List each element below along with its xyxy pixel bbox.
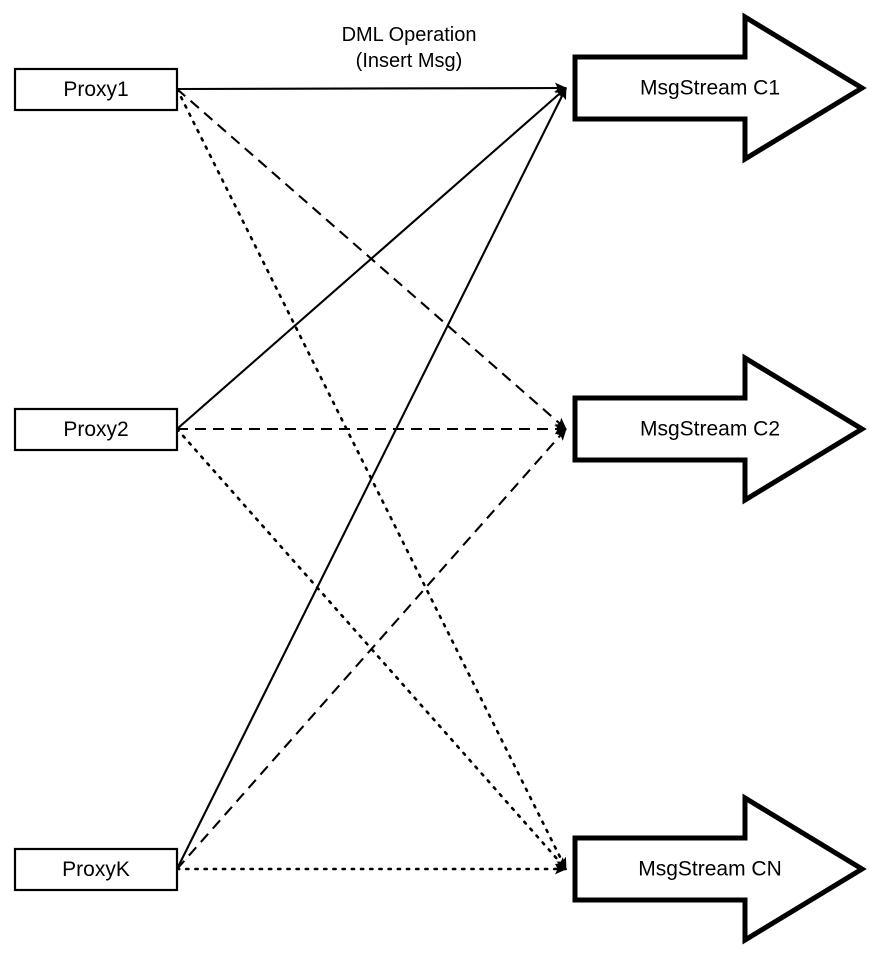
proxy-node-proxyk[interactable]: ProxyK [13, 847, 179, 892]
msgstream-arrow-shape-cn [572, 793, 867, 945]
proxy-box-proxyk [13, 847, 179, 892]
msgstream-arrow-shape-c2 [572, 353, 867, 505]
connection-proxy2-to-c1 [176, 87, 567, 430]
proxy-box-proxy2 [13, 407, 179, 452]
proxy-label-proxyk: ProxyK [62, 858, 130, 881]
connection-proxyk-to-c2 [176, 428, 567, 870]
proxy-label-proxy2: Proxy2 [63, 418, 128, 441]
edge-caption-line-2: (Insert Msg) [356, 50, 463, 72]
msgstream-label-cn: MsgStream CN [638, 858, 782, 881]
edge-caption-line-1: DML Operation [342, 24, 477, 46]
edge-caption: DML Operation (Insert Msg) [342, 24, 477, 72]
msgstream-label-c1: MsgStream C1 [640, 77, 780, 100]
msgstream-arrow-shape-c1 [572, 12, 867, 164]
msgstream-nodes-layer: MsgStream C1 MsgStream C2 MsgStream CN [572, 12, 867, 945]
proxy-box-proxy1 [13, 67, 179, 112]
proxy-node-proxy1[interactable]: Proxy1 [13, 67, 179, 112]
connections-layer [175, 82, 568, 875]
proxy-node-proxy2[interactable]: Proxy2 [13, 407, 179, 452]
msgstream-label-c2: MsgStream C2 [640, 418, 780, 441]
msgstream-node-c2[interactable]: MsgStream C2 [572, 353, 867, 505]
connection-proxyk-to-c1 [176, 87, 567, 870]
connection-proxy1-to-c1 [176, 82, 567, 94]
msgstream-node-c1[interactable]: MsgStream C1 [572, 12, 867, 164]
msgstream-node-cn[interactable]: MsgStream CN [572, 793, 867, 945]
proxy-label-proxy1: Proxy1 [63, 78, 128, 101]
